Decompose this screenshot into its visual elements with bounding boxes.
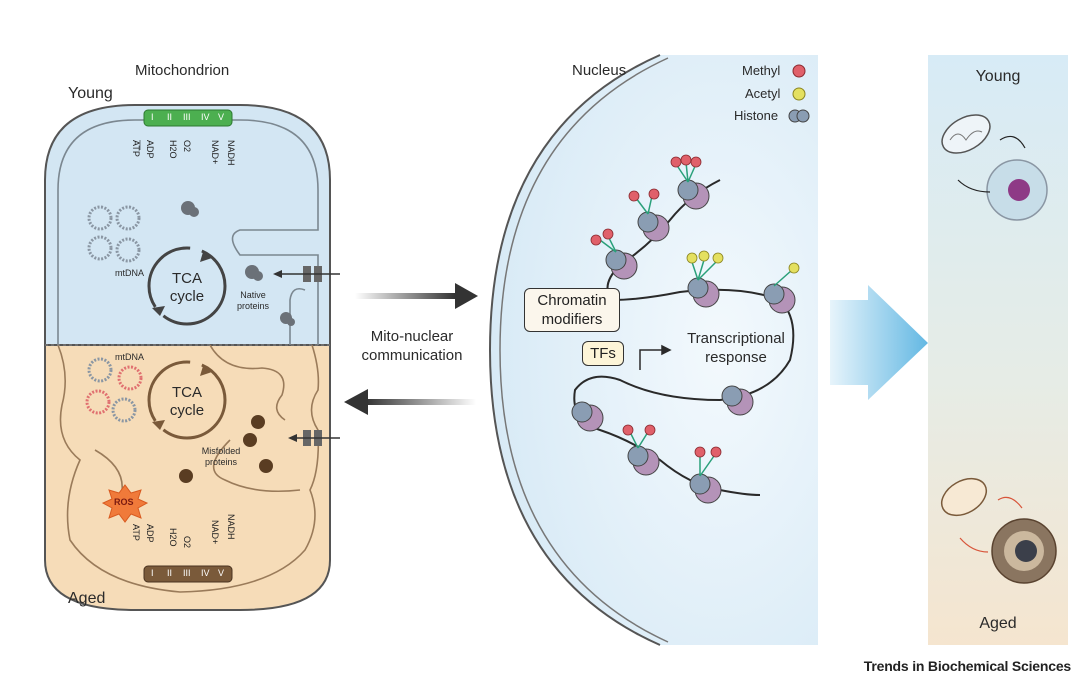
panel-young-label: Young	[975, 68, 1021, 85]
tca-aged-line2: cycle	[169, 402, 205, 419]
aged-o2: O2	[182, 536, 192, 549]
journal-credit: Trends in Biochemical Sciences	[863, 658, 1071, 674]
complex-ii-aged: II	[167, 568, 173, 578]
mitochondrion-title: Mitochondrion	[135, 62, 230, 79]
nucleus-title: Nucleus	[572, 62, 627, 79]
aged-nad: NAD+	[210, 520, 220, 545]
legend-swatches	[788, 64, 810, 123]
import-channel-young	[273, 266, 340, 282]
mtdna-aged-circles	[85, 357, 143, 423]
etc-complexes-aged	[143, 565, 233, 583]
tca-young-line2: cycle	[169, 288, 205, 305]
aged-label: Aged	[68, 590, 106, 607]
chromatin-modifiers-box: Chromatin modifiers	[524, 288, 620, 332]
tca-aged-line1: TCA	[172, 384, 202, 401]
tca-cycle-aged-ring	[147, 360, 227, 440]
native-line1: Native	[240, 290, 266, 300]
acetyl-marks	[686, 250, 800, 274]
tca-cycle-young-ring	[147, 246, 227, 326]
young-nadh: NADH	[226, 140, 236, 166]
nucleosomes	[571, 179, 796, 504]
native-line2: proteins	[236, 301, 270, 311]
complex-i-aged: I	[151, 568, 154, 578]
mitochondrion	[44, 104, 331, 611]
aged-atp: ATP	[131, 524, 141, 541]
complex-iii-young: III	[183, 112, 191, 122]
misfolded-line2: proteins	[204, 457, 238, 467]
misfolded-line1: Misfolded	[201, 446, 241, 456]
transcription-arrow	[639, 344, 672, 370]
tfs-box: TFs	[582, 341, 624, 366]
legend-acetyl: Acetyl	[745, 86, 781, 101]
tca-young-line1: TCA	[172, 270, 202, 287]
aged-nadh: NADH	[226, 514, 236, 540]
legend-methyl: Methyl	[742, 63, 781, 78]
tfs-label: TFs	[590, 345, 616, 362]
mtdna-young-label: mtDNA	[115, 268, 144, 278]
chromatin-line2: modifiers	[541, 311, 603, 328]
communication-arrows	[344, 283, 478, 415]
young-h2o: H2O	[168, 140, 178, 159]
mtdna-aged-label: mtDNA	[115, 352, 144, 362]
misfolded-protein-glyphs	[179, 415, 273, 483]
methyl-marks	[590, 154, 722, 458]
young-adp: ADP	[145, 140, 155, 159]
outcome-panel	[928, 55, 1068, 645]
complex-i-young: I	[151, 112, 154, 122]
complex-iv-aged: IV	[201, 568, 210, 578]
transcription-line2: response	[705, 349, 767, 366]
young-atp: ATP	[131, 140, 141, 157]
transcription-line1: Transcriptional	[687, 330, 785, 347]
aged-adp: ADP	[145, 524, 155, 543]
young-o2: O2	[182, 140, 192, 153]
communication-line1: Mito-nuclear	[370, 328, 454, 345]
complex-v-aged: V	[218, 568, 225, 578]
young-nad: NAD+	[210, 140, 220, 165]
communication-line2: communication	[361, 347, 463, 364]
young-label: Young	[68, 85, 113, 102]
native-protein-glyphs	[181, 201, 295, 326]
complex-v-young: V	[218, 112, 225, 122]
complex-ii-young: II	[167, 112, 173, 122]
complex-iv-young: IV	[201, 112, 210, 122]
etc-complexes-young	[143, 109, 233, 127]
legend-histone: Histone	[734, 108, 779, 123]
import-channel-aged	[288, 430, 340, 446]
ros-label: ROS	[114, 497, 134, 507]
ros-burst	[101, 484, 149, 523]
panel-aged-label: Aged	[979, 615, 1017, 632]
outcome-arrow	[830, 285, 928, 400]
mtdna-young-circles	[87, 205, 141, 263]
aged-h2o: H2O	[168, 528, 178, 547]
complex-iii-aged: III	[183, 568, 191, 578]
chromatin-line1: Chromatin	[537, 292, 607, 309]
